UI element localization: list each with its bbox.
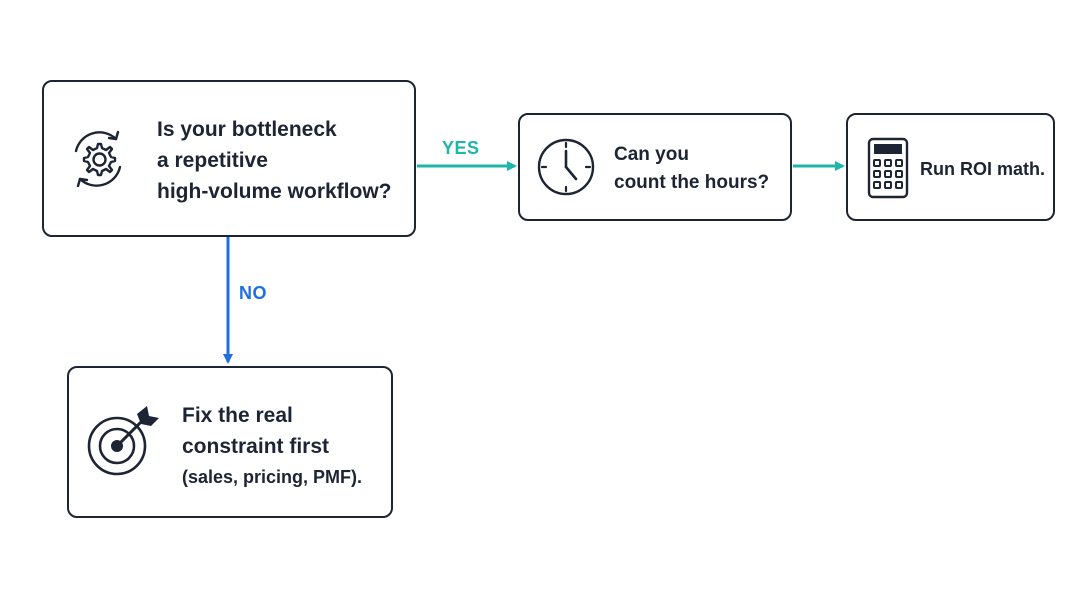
node-fix-constraint: Fix the real constraint first (sales, pr… bbox=[67, 366, 393, 518]
node-bottleneck-question: Is your bottleneck a repetitive high-vol… bbox=[42, 80, 416, 237]
node-line: Is your bottleneck bbox=[157, 118, 337, 141]
calculator-icon bbox=[867, 137, 909, 199]
node-run-roi: Run ROI math. bbox=[846, 113, 1055, 221]
node-line: count the hours? bbox=[614, 172, 770, 193]
node-line: (sales, pricing, PMF). bbox=[182, 467, 363, 487]
node-line: Fix the real bbox=[182, 404, 293, 427]
node-fix-constraint-text: Fix the real constraint first (sales, pr… bbox=[182, 400, 362, 493]
node-line: Run ROI math. bbox=[920, 159, 1045, 179]
target-arrow-icon bbox=[87, 406, 159, 476]
node-run-roi-text: Run ROI math. bbox=[920, 157, 1045, 181]
clock-icon bbox=[537, 138, 595, 196]
node-count-hours-text: Can you count the hours? bbox=[614, 141, 769, 197]
node-line: high-volume workflow? bbox=[157, 180, 392, 203]
edge-no-label: NO bbox=[239, 283, 267, 303]
node-line: constraint first bbox=[182, 435, 330, 458]
node-line: Can you bbox=[614, 144, 689, 165]
node-line: a repetitive bbox=[157, 149, 268, 172]
node-count-hours: Can you count the hours? bbox=[518, 113, 792, 221]
edge-yes-label: YES bbox=[442, 138, 480, 158]
node-bottleneck-question-text: Is your bottleneck a repetitive high-vol… bbox=[157, 114, 392, 207]
gear-cycle-icon bbox=[74, 130, 122, 188]
